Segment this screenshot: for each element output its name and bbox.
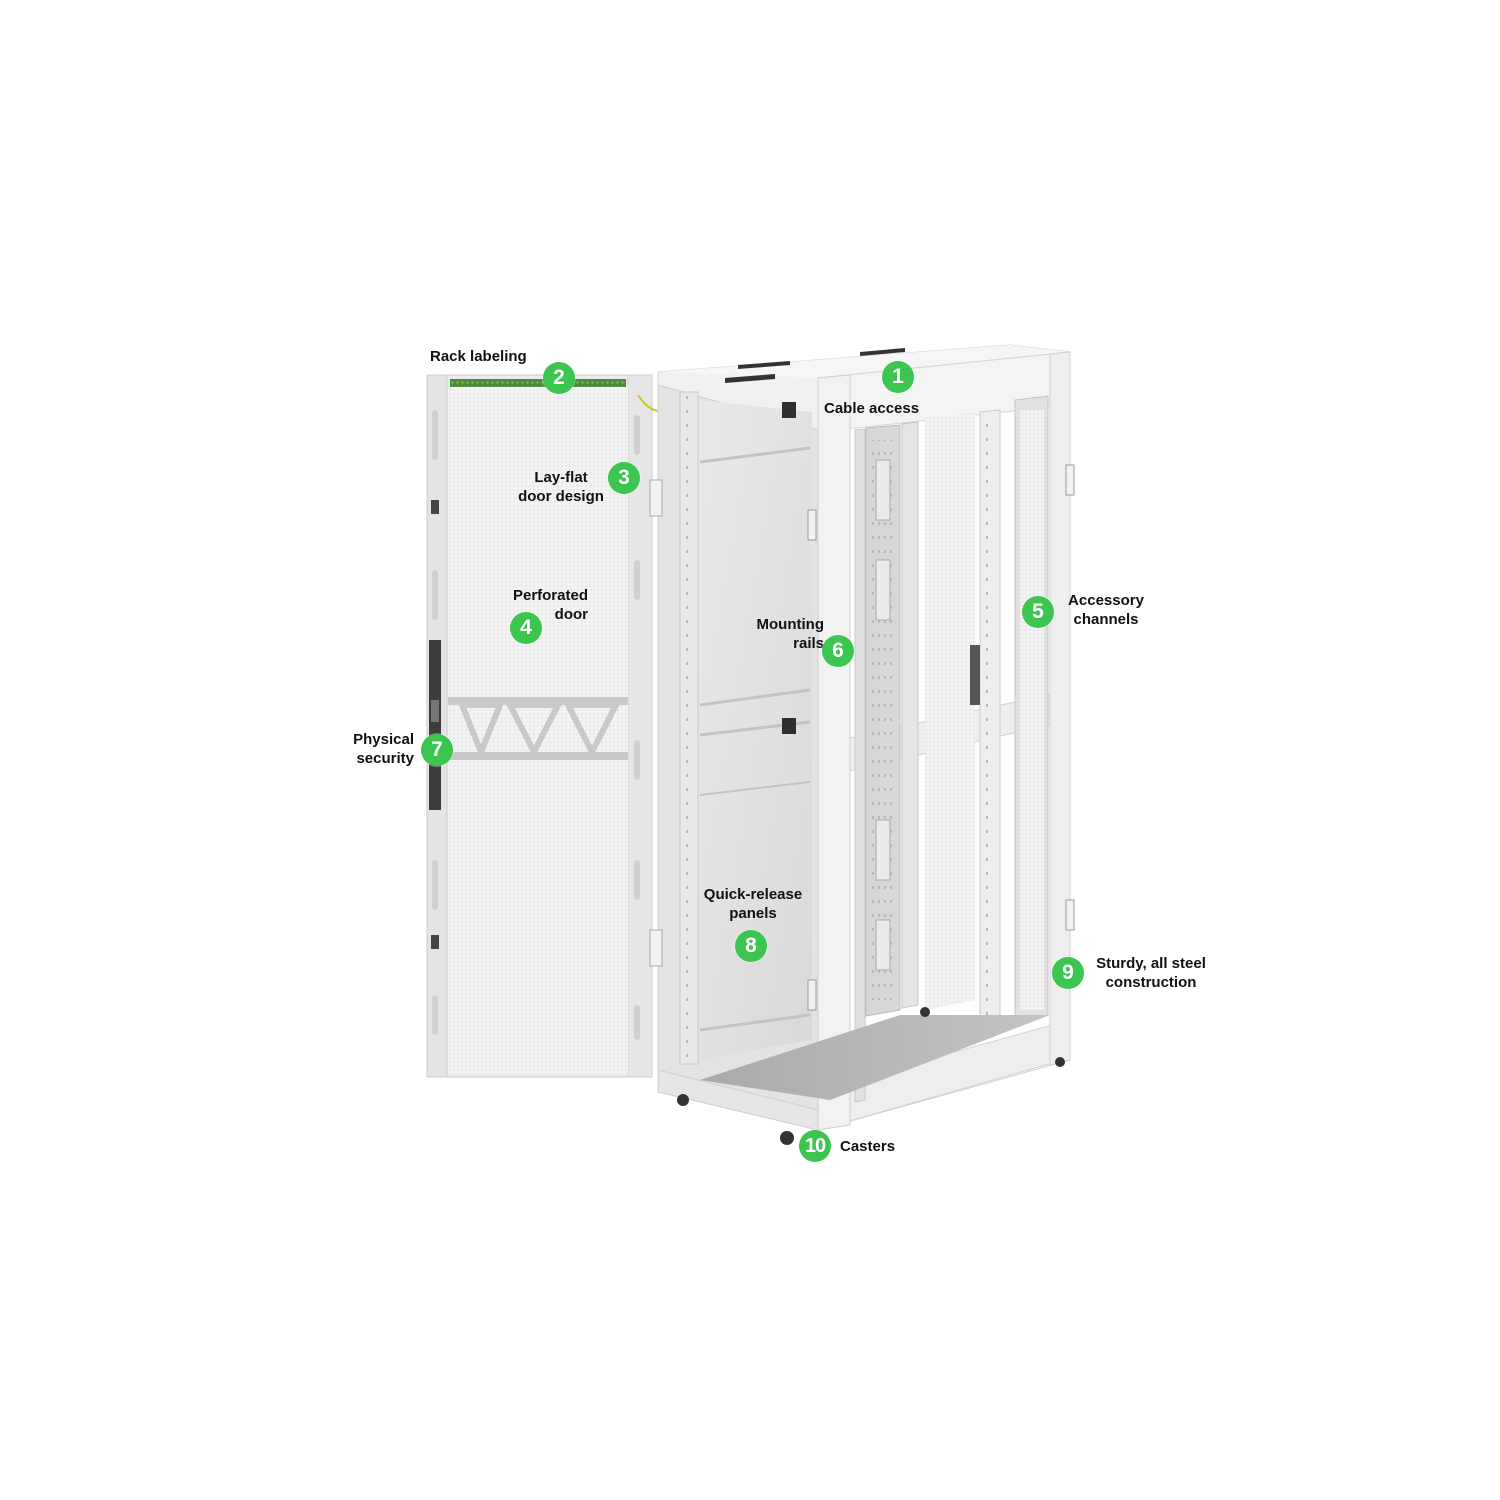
callout-badge-5: 5 [1022,596,1054,628]
callout-badge-9: 9 [1052,957,1084,989]
label-line: Sturdy, all steel [1096,955,1206,972]
callout-badge-10: 10 [799,1130,831,1162]
label-line: Lay-flat [534,469,588,486]
callout-label-steel-construction: Sturdy, all steel construction [1090,954,1212,992]
label-line: Mounting [756,616,824,633]
label-line: Quick-release [703,886,803,903]
callout-badge-3: 3 [608,462,640,494]
callout-label-perforated-door: Perforated door [500,586,588,624]
callout-label-cable-access: Cable access [824,400,920,417]
label-line: rails [793,635,824,652]
label-line: door [554,606,588,623]
callout-badge-2: 2 [543,362,575,394]
callout-badge-8: 8 [735,930,767,962]
rack-cabinet [649,344,1075,1145]
callout-badge-4: 4 [510,612,542,644]
callout-label-casters: Casters [840,1138,896,1155]
callout-badge-1: 1 [882,361,914,393]
callout-badge-6: 6 [822,635,854,667]
callout-label-quick-release-panels: Quick-release panels [698,885,808,923]
callout-label-rack-labeling: Rack labeling [430,348,527,365]
label-line: Perforated [512,587,588,604]
callout-badge-7: 7 [421,734,453,766]
label-line: construction [1105,974,1197,991]
callout-label-accessory-channels: Accessory channels [1062,591,1150,629]
callout-label-physical-security: Physical security [340,730,414,768]
label-line: channels [1073,611,1139,628]
front-door [426,374,669,1078]
label-line: Physical [353,731,414,748]
label-line: door design [518,488,604,505]
label-line: Accessory [1068,592,1144,609]
label-line: security [356,750,414,767]
callout-label-mounting-rails: Mounting rails [748,615,824,653]
label-line: panels [729,905,777,922]
callout-label-lay-flat-door: Lay-flat door design [510,468,612,506]
